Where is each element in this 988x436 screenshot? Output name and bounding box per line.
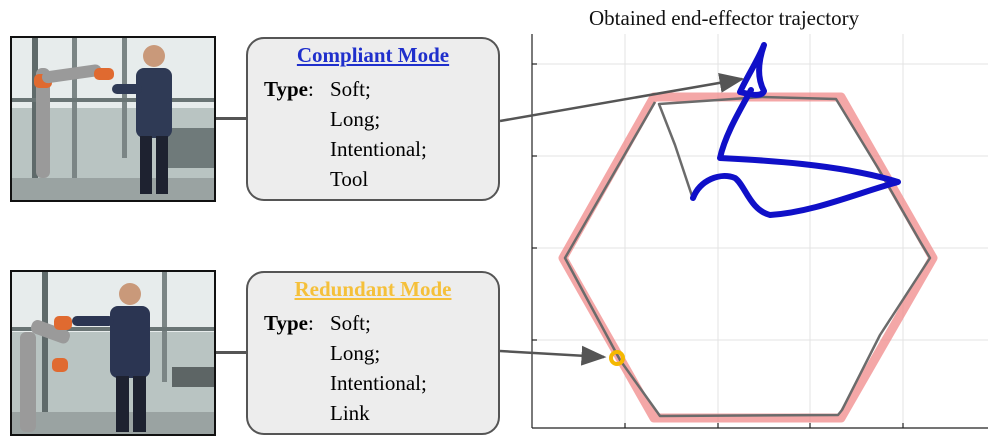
arrow-to-redundant	[499, 345, 607, 366]
redundant-type-item: Intentional;	[330, 371, 427, 395]
connector-compliant	[216, 117, 248, 120]
compliant-type-item: Long;	[330, 107, 381, 131]
arrow-to-compliant	[499, 72, 745, 123]
plot-title: Obtained end-effector trajectory	[589, 6, 860, 30]
plot-axes	[531, 34, 988, 429]
compliant-type-item: Intentional;	[330, 137, 427, 161]
connector-redundant	[216, 351, 248, 354]
redundant-mode-box: Redundant Mode Type: Soft; Long; Intenti…	[246, 271, 500, 435]
redundant-mode-marker	[609, 350, 625, 366]
redundant-type-item: Long;	[330, 341, 381, 365]
reference-hexagon-path	[558, 92, 938, 423]
photo-compliant-mode	[10, 36, 216, 202]
photo-redundant-mode	[10, 270, 216, 436]
compliant-trajectory-path	[690, 42, 901, 218]
redundant-type-label: Type:	[264, 311, 314, 335]
compliant-type-item: Soft;	[330, 77, 371, 101]
actual-trajectory-path	[563, 95, 932, 418]
compliant-mode-title: Compliant Mode	[296, 43, 450, 67]
redundant-mode-title: Redundant Mode	[294, 277, 452, 301]
redundant-type-item: Link	[330, 401, 370, 425]
compliant-mode-box: Compliant Mode Type: Soft; Long; Intenti…	[246, 37, 500, 201]
compliant-type-item: Tool	[330, 167, 369, 191]
redundant-type-item: Soft;	[330, 311, 371, 335]
compliant-type-label: Type:	[264, 77, 314, 101]
